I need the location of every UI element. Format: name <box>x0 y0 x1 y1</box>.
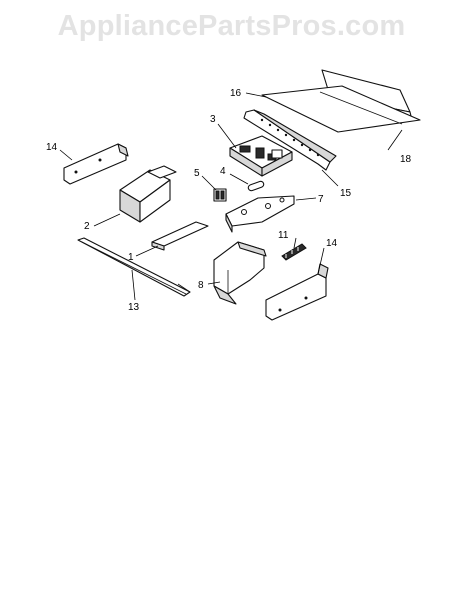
callout-1: 1 <box>128 252 134 263</box>
part-3-control-module[interactable] <box>229 135 293 177</box>
part-13-long-rail[interactable] <box>77 237 191 297</box>
callout-3: 3 <box>210 114 216 125</box>
callout-11: 11 <box>278 230 289 241</box>
callout-8: 8 <box>198 280 204 291</box>
callout-5: 5 <box>194 168 200 179</box>
callout-4: 4 <box>220 166 226 177</box>
bracket-perforations <box>260 118 320 157</box>
part-15-perforated-bracket[interactable] <box>243 109 337 171</box>
callout-13: 13 <box>128 302 140 313</box>
part-11-terminal-block[interactable] <box>281 243 307 261</box>
callout-14-right: 14 <box>326 238 338 249</box>
callout-16: 16 <box>230 88 242 99</box>
watermark-text: AppliancePartsPros.com <box>57 10 406 42</box>
part-14-left-bracket[interactable] <box>63 143 129 185</box>
callout-18: 18 <box>400 154 412 165</box>
callout-14-left: 14 <box>46 142 58 153</box>
part-8-support-bracket[interactable] <box>213 241 267 305</box>
part-5-switch[interactable] <box>213 188 227 202</box>
part-4-cylinder[interactable] <box>247 180 265 192</box>
part-2-duct[interactable] <box>119 165 177 223</box>
callout-7: 7 <box>318 194 324 205</box>
part-1-thin-plate[interactable] <box>151 221 209 251</box>
callout-15: 15 <box>340 188 352 199</box>
part-16-insulation-panel[interactable] <box>261 85 421 133</box>
leader-lines <box>59 92 403 301</box>
callout-2: 2 <box>84 221 90 232</box>
part-7-mounting-plate[interactable] <box>225 195 295 233</box>
